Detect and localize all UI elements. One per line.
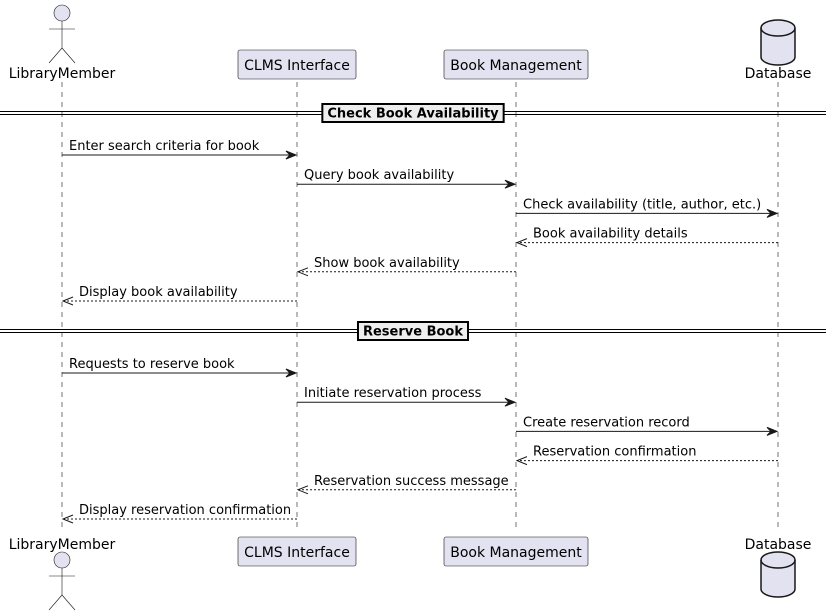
message-label: Requests to reserve book [69, 357, 235, 372]
bottom-books-label: Book Management [450, 545, 582, 561]
arrowhead-open-icon [296, 267, 309, 277]
arrowhead-filled-icon [285, 368, 298, 378]
actor-head-icon [53, 4, 71, 22]
bottom-member-actor-icon [48, 551, 76, 611]
message-label: Display reservation confirmation [79, 503, 291, 518]
message-label: Check availability (title, author, etc.) [523, 197, 761, 212]
arrowhead-filled-icon [504, 397, 517, 407]
message-label: Reservation success message [314, 474, 509, 489]
actor-head-icon [53, 551, 71, 569]
message-label: Initiate reservation process [304, 386, 482, 401]
message-call: Requests to reserve book [62, 357, 298, 378]
message-reply: Reservation success message [296, 474, 516, 495]
top-db-label: Database [745, 66, 812, 82]
top-clms-label: CLMS Interface [244, 58, 350, 74]
section-divider-label: Check Book Availability [327, 107, 499, 122]
message-label: Query book availability [304, 168, 454, 183]
bottom-clms-box [237, 536, 357, 567]
arrowhead-filled-icon [285, 150, 298, 160]
bottom-books-box [443, 536, 589, 567]
message-reply: Reservation confirmation [515, 445, 778, 466]
section-divider-box [356, 321, 470, 341]
message-call: Initiate reservation process [297, 386, 517, 407]
message-call: Enter search criteria for book [62, 139, 298, 160]
top-books-label: Book Management [450, 58, 582, 74]
top-member-label: LibraryMember [9, 66, 116, 82]
message-label: Reservation confirmation [533, 445, 696, 460]
actor-body-icon [48, 21, 76, 64]
database-cylinder-icon [760, 19, 796, 66]
arrowhead-open-icon [61, 514, 74, 524]
bottom-db-database-icon [760, 551, 796, 598]
top-member-actor-icon [48, 4, 76, 64]
top-db-database-icon [760, 19, 796, 66]
arrowhead-filled-icon [766, 426, 779, 436]
message-label: Show book availability [314, 256, 460, 271]
message-label: Create reservation record [523, 415, 690, 430]
message-call: Create reservation record [516, 415, 779, 436]
message-label: Book availability details [533, 227, 688, 242]
message-call: Query book availability [297, 168, 517, 189]
arrowhead-filled-icon [504, 179, 517, 189]
message-reply: Display reservation confirmation [61, 503, 297, 524]
message-reply: Show book availability [296, 256, 516, 277]
actor-body-icon [48, 568, 76, 611]
message-reply: Book availability details [515, 227, 778, 248]
arrowhead-open-icon [296, 485, 309, 495]
database-rim-icon [760, 27, 796, 37]
arrowhead-open-icon [515, 456, 528, 466]
bottom-member-label: LibraryMember [9, 537, 116, 553]
message-label: Enter search criteria for book [69, 139, 260, 154]
message-call: Check availability (title, author, etc.) [516, 197, 779, 218]
arrowhead-filled-icon [766, 208, 779, 218]
message-reply: Display book availability [61, 285, 297, 306]
arrowhead-open-icon [515, 238, 528, 248]
database-rim-icon [760, 559, 796, 569]
section-divider-label: Reserve Book [363, 325, 463, 340]
arrowhead-open-icon [61, 296, 74, 306]
top-clms-box [237, 49, 357, 80]
section-divider-box [321, 103, 505, 123]
top-books-box [443, 49, 589, 80]
bottom-db-label: Database [745, 537, 812, 553]
bottom-clms-label: CLMS Interface [244, 545, 350, 561]
database-cylinder-icon [760, 551, 796, 598]
message-label: Display book availability [79, 285, 238, 300]
